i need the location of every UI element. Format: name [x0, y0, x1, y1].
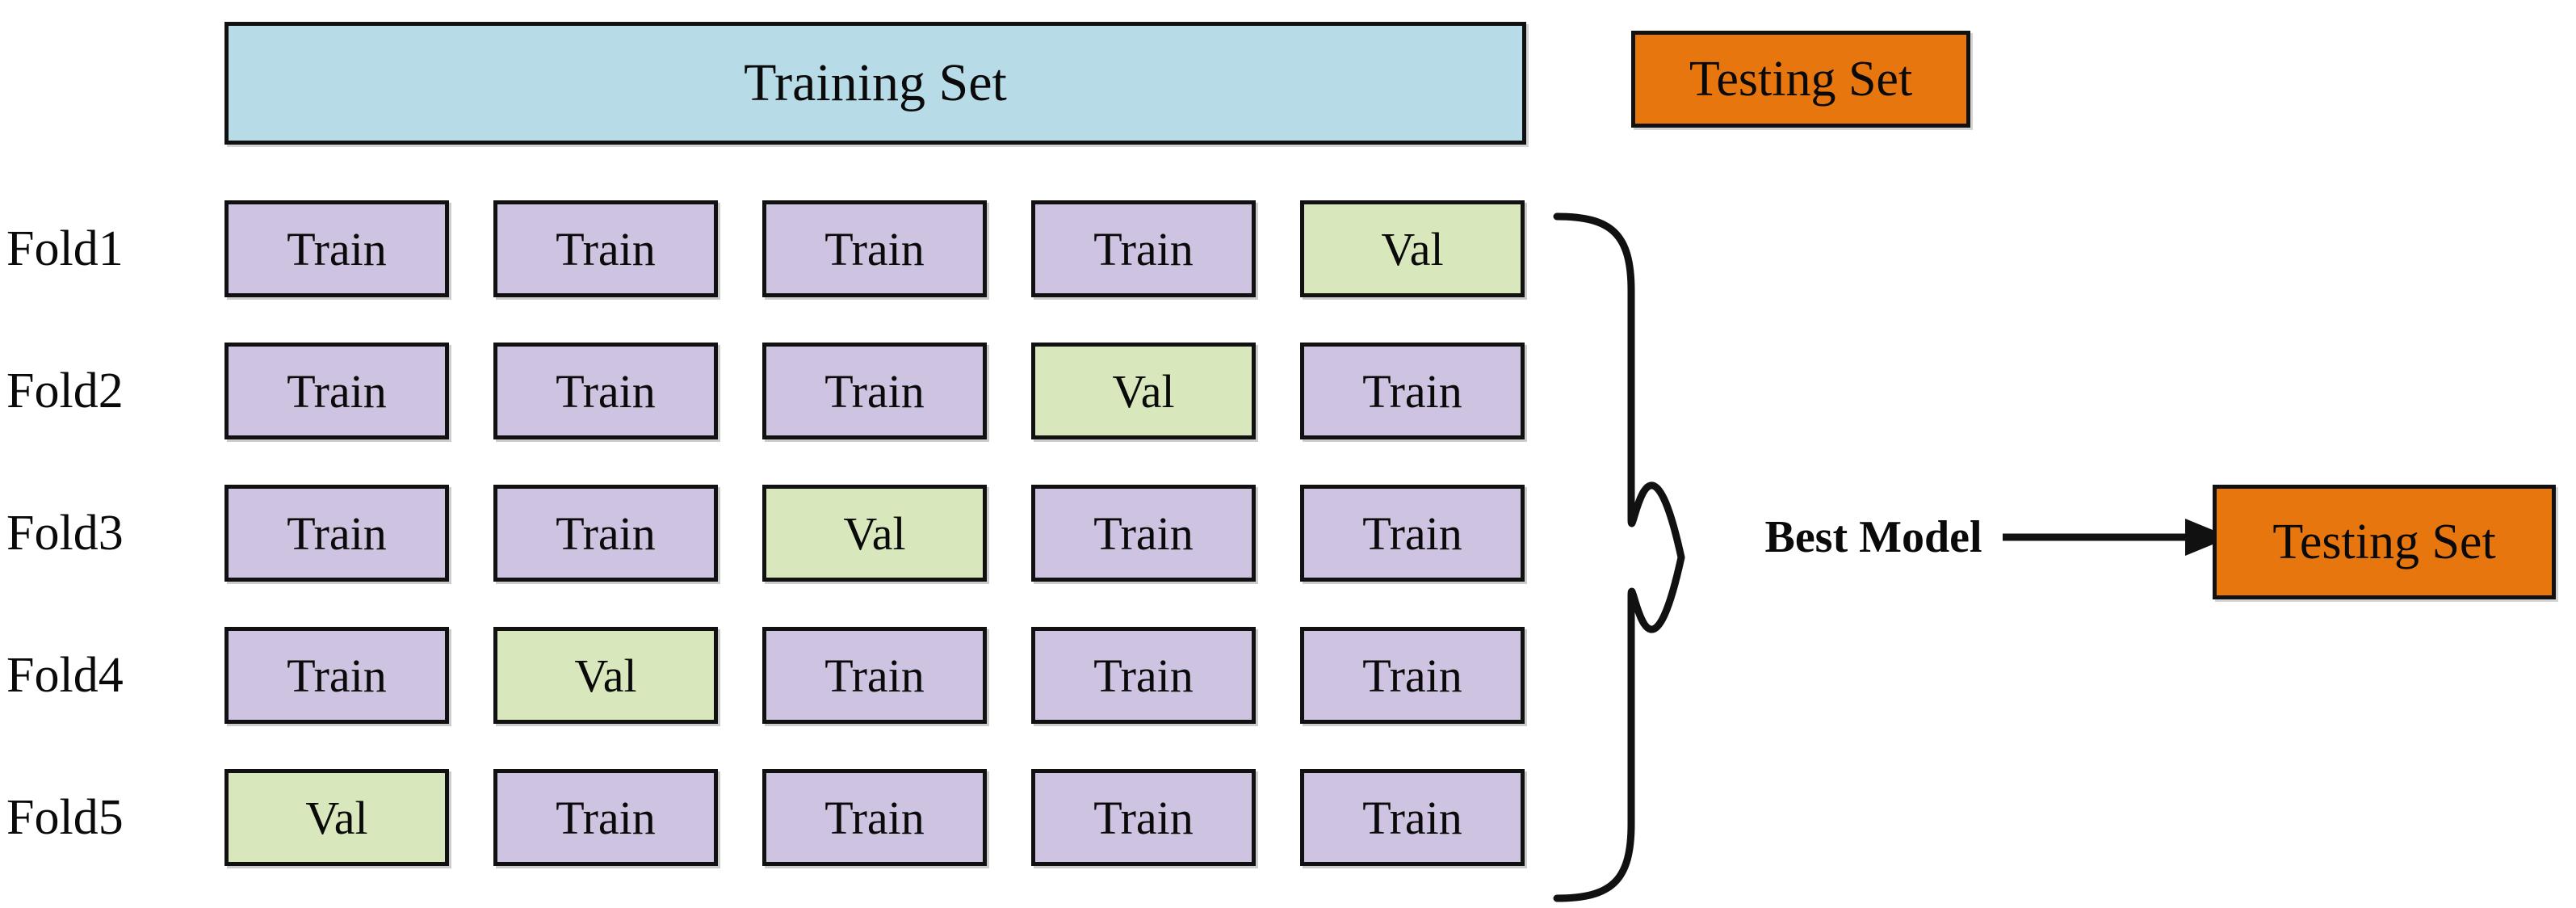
fold-cell-train: Train	[1031, 769, 1256, 866]
fold-cell-val: Val	[493, 627, 718, 724]
fold-cell-label: Val	[305, 791, 368, 844]
fold-label-2: Fold2	[6, 343, 208, 439]
fold-label-4: Fold4	[6, 627, 208, 724]
fold-cell-train: Train	[1300, 769, 1525, 866]
fold-cell-train: Train	[493, 769, 718, 866]
fold-cell-train: Train	[493, 485, 718, 582]
best-model-text: Best Model	[1764, 512, 1982, 562]
fold-cell-label: Train	[556, 507, 656, 560]
right-curly-brace-icon	[1553, 212, 1685, 902]
fold-label-text: Fold2	[6, 363, 124, 418]
fold-cell-train: Train	[224, 200, 449, 297]
fold-cell-val: Val	[762, 485, 987, 582]
fold-label-3: Fold3	[6, 485, 208, 582]
fold-row: Fold4 Train Val Train Train Train	[0, 627, 1550, 724]
fold-cell-train: Train	[762, 200, 987, 297]
fold-cell-train: Train	[1300, 485, 1525, 582]
fold-cell-train: Train	[224, 627, 449, 724]
fold-cell-label: Train	[556, 791, 656, 844]
fold-cell-train: Train	[493, 200, 718, 297]
fold-cell-train: Train	[1031, 200, 1256, 297]
fold-cell-label: Train	[1093, 507, 1194, 560]
fold-label-5: Fold5	[6, 769, 208, 866]
fold-cell-val: Val	[1300, 200, 1525, 297]
training-set-banner-label: Training Set	[744, 53, 1007, 112]
testing-set-banner-label: Testing Set	[1689, 52, 1913, 107]
fold-cell-label: Train	[287, 364, 387, 418]
fold-cell-train: Train	[1031, 627, 1256, 724]
fold-cell-train: Train	[493, 343, 718, 439]
fold-cell-label: Train	[1093, 649, 1194, 702]
fold-cell-train: Train	[1300, 343, 1525, 439]
fold-cell-label: Train	[287, 649, 387, 702]
fold-cell-val: Val	[1031, 343, 1256, 439]
fold-row: Fold5 Val Train Train Train Train	[0, 769, 1550, 866]
fold-row: Fold1 Train Train Train Train Val	[0, 200, 1550, 297]
fold-cell-label: Train	[556, 364, 656, 418]
fold-cell-label: Train	[556, 222, 656, 275]
fold-cell-label: Train	[1093, 222, 1194, 275]
fold-row: Fold3 Train Train Val Train Train	[0, 485, 1550, 582]
fold-cell-label: Train	[1362, 649, 1462, 702]
fold-label-text: Fold1	[6, 221, 124, 276]
fold-cell-label: Train	[1093, 791, 1194, 844]
training-set-banner: Training Set	[224, 22, 1526, 145]
fold-cell-train: Train	[1300, 627, 1525, 724]
fold-label-text: Fold3	[6, 505, 124, 561]
testing-set-result-label: Testing Set	[2272, 515, 2496, 570]
fold-cell-train: Train	[762, 769, 987, 866]
fold-cell-label: Train	[824, 649, 925, 702]
testing-set-result-box: Testing Set	[2213, 485, 2556, 599]
right-arrow-icon	[2003, 519, 2230, 556]
fold-cell-train: Train	[762, 627, 987, 724]
fold-cell-label: Train	[824, 222, 925, 275]
best-model-label: Best Model	[1728, 501, 2019, 574]
fold-cell-train: Train	[224, 343, 449, 439]
testing-set-banner: Testing Set	[1631, 31, 1970, 128]
fold-cell-label: Val	[1381, 222, 1444, 275]
fold-cell-label: Train	[1362, 507, 1462, 560]
fold-cell-train: Train	[762, 343, 987, 439]
fold-cell-train: Train	[1031, 485, 1256, 582]
fold-cell-label: Val	[1112, 364, 1175, 418]
fold-cell-label: Train	[824, 364, 925, 418]
fold-cell-train: Train	[224, 485, 449, 582]
fold-cell-label: Val	[843, 507, 906, 560]
fold-label-text: Fold4	[6, 647, 124, 703]
fold-cell-val: Val	[224, 769, 449, 866]
fold-cell-label: Train	[287, 222, 387, 275]
fold-cell-label: Train	[1362, 791, 1462, 844]
fold-cell-label: Train	[824, 791, 925, 844]
fold-cell-label: Train	[287, 507, 387, 560]
fold-row: Fold2 Train Train Train Val Train	[0, 343, 1550, 439]
fold-cell-label: Train	[1362, 364, 1462, 418]
fold-label-text: Fold5	[6, 789, 124, 845]
fold-cell-label: Val	[574, 649, 637, 702]
fold-label-1: Fold1	[6, 200, 208, 297]
